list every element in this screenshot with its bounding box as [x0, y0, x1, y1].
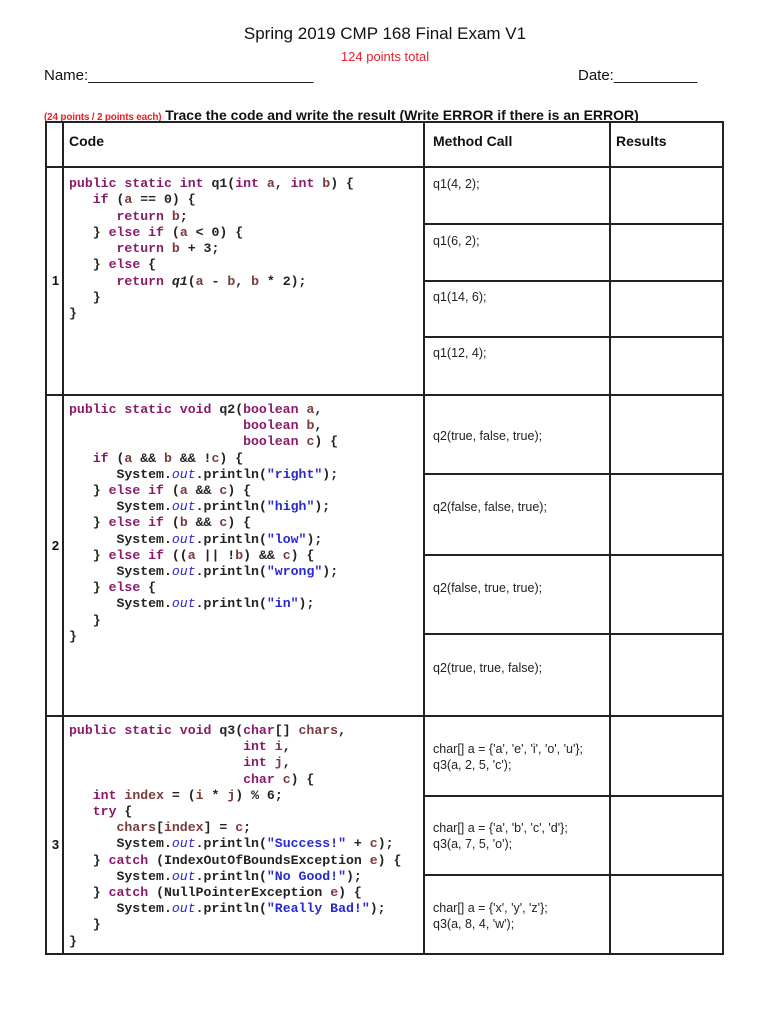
code-q3: public static void q3(char[] chars, int … [69, 723, 402, 949]
result-cell[interactable] [613, 876, 724, 953]
method-call: char[] a = {'x', 'y', 'z'}; q3(a, 8, 4, … [433, 901, 548, 931]
result-cell[interactable] [613, 338, 724, 394]
method-call: q1(12, 4); [433, 346, 487, 360]
result-cell[interactable] [613, 475, 724, 554]
column-divider [423, 123, 425, 953]
section-divider [47, 715, 722, 717]
header-divider [47, 166, 722, 168]
header-method-call: Method Call [433, 133, 513, 149]
code-q2: public static void q2(boolean a, boolean… [69, 402, 339, 644]
method-call: char[] a = {'a', 'e', 'i', 'o', 'u'}; q3… [433, 742, 583, 772]
points-total: 124 points total [340, 49, 430, 64]
code-q1: public static int q1(int a, int b) { if … [69, 176, 354, 322]
result-cell[interactable] [613, 797, 724, 874]
date-field[interactable]: Date:__________ [578, 67, 698, 84]
exam-table: Code Method Call Results 1 public static… [45, 121, 724, 955]
row-divider [423, 336, 722, 338]
header-results: Results [616, 133, 667, 149]
result-cell[interactable] [613, 168, 724, 223]
question-number: 3 [51, 837, 60, 852]
question-number: 2 [51, 538, 60, 553]
row-divider [423, 633, 722, 635]
result-cell[interactable] [613, 717, 724, 795]
row-divider [423, 223, 722, 225]
section-divider [47, 394, 722, 396]
exam-title: Spring 2019 CMP 168 Final Exam V1 [243, 24, 527, 43]
section-instruction: (24 points / 2 points each) Trace the co… [44, 107, 639, 123]
method-call: q1(4, 2); [433, 177, 480, 191]
result-cell[interactable] [613, 396, 724, 473]
row-divider [423, 795, 722, 797]
header-code: Code [69, 133, 104, 149]
column-divider [62, 123, 64, 953]
section-points: (24 points / 2 points each) [44, 112, 162, 123]
row-divider [423, 280, 722, 282]
method-call: q2(true, false, true); [433, 429, 543, 443]
row-divider [423, 554, 722, 556]
row-divider [423, 874, 722, 876]
result-cell[interactable] [613, 282, 724, 336]
instruction-text: Trace the code and write the result (Wri… [161, 107, 639, 123]
method-call: q2(true, true, false); [433, 661, 543, 675]
method-call: q2(false, false, true); [433, 500, 547, 514]
name-field[interactable]: Name:___________________________ [44, 67, 314, 84]
result-cell[interactable] [613, 225, 724, 280]
method-call: char[] a = {'a', 'b', 'c', 'd'}; q3(a, 7… [433, 821, 568, 851]
row-divider [423, 473, 722, 475]
method-call: q1(14, 6); [433, 290, 487, 304]
column-divider [609, 123, 611, 953]
result-cell[interactable] [613, 635, 724, 715]
method-call: q2(false, true, true); [433, 581, 543, 595]
method-call: q1(6, 2); [433, 234, 480, 248]
question-number: 1 [51, 273, 60, 288]
result-cell[interactable] [613, 556, 724, 633]
